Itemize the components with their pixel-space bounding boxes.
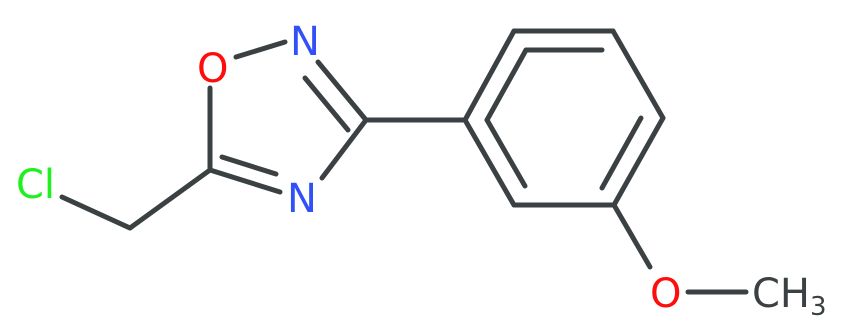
atom-labels: O N N Cl O CH3 bbox=[16, 19, 827, 322]
atom-oxygen-ring: O bbox=[197, 46, 228, 92]
bond-o1-n2 bbox=[233, 39, 288, 60]
atom-methyl: CH3 bbox=[752, 271, 827, 322]
bond-ch2-c5 bbox=[127, 167, 213, 231]
bond-ring-f-inner bbox=[484, 117, 528, 189]
methyl-subscript: 3 bbox=[810, 292, 827, 322]
methyl-label: CH bbox=[752, 271, 810, 317]
bond-ring-d-inner bbox=[599, 115, 644, 191]
bond-cl-ch2 bbox=[59, 194, 133, 231]
bond-ring-f bbox=[462, 117, 517, 208]
bond-n2-c3-double bbox=[302, 75, 351, 133]
bond-n4-c5-double bbox=[219, 154, 279, 177]
bonds bbox=[59, 28, 749, 295]
bond-c3-n4 bbox=[319, 117, 369, 181]
bond-ring-d bbox=[611, 115, 666, 208]
atom-nitrogen-bottom: N bbox=[287, 176, 317, 222]
atom-nitrogen-top: N bbox=[290, 19, 320, 65]
atom-oxygen-methoxy: O bbox=[650, 271, 681, 317]
atom-chlorine: Cl bbox=[16, 162, 55, 208]
bond-ring-a-inner bbox=[484, 47, 529, 123]
bond-n2-c3 bbox=[315, 59, 369, 123]
bond-c-omethoxy bbox=[611, 202, 653, 270]
bond-n4-c5 bbox=[207, 167, 283, 195]
bond-ring-a bbox=[462, 28, 517, 123]
bond-ring-c bbox=[610, 28, 666, 121]
